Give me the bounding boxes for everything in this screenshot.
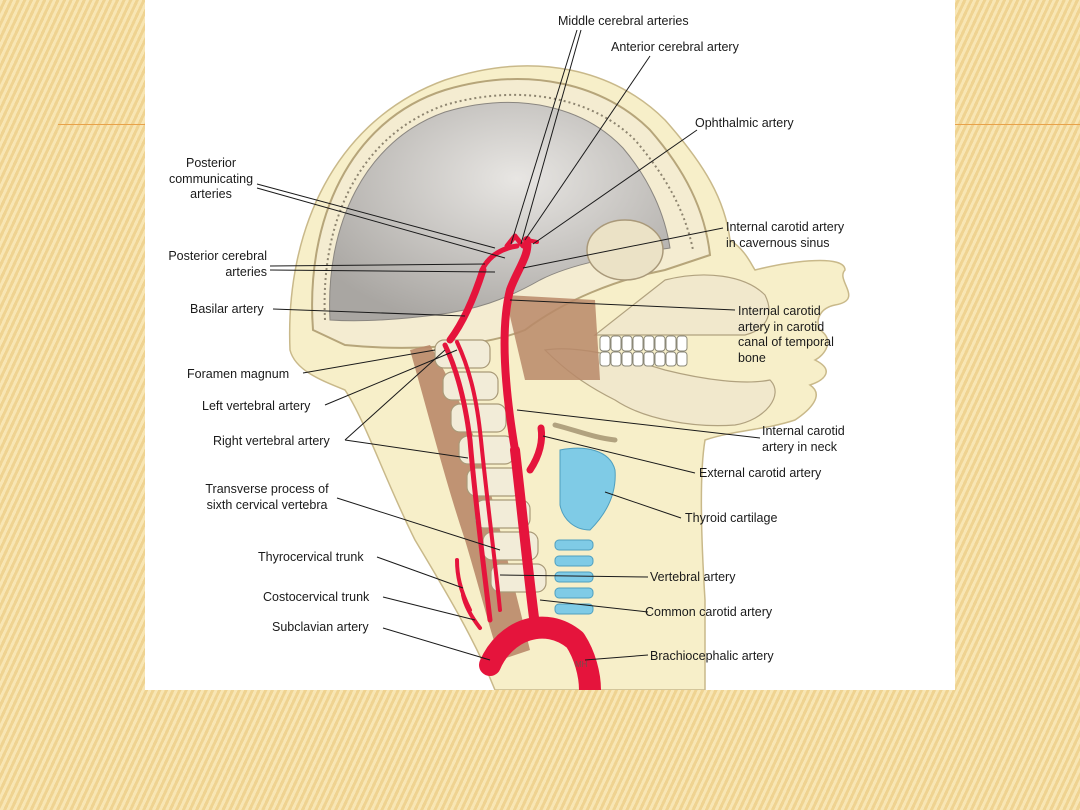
label-vertebral-artery: Vertebral artery: [650, 570, 736, 584]
maxilla: [593, 274, 770, 336]
label-common-carotid-artery: Common carotid artery: [645, 605, 773, 619]
hyoid: [552, 422, 618, 443]
label-internal-carotid-cavernous-sinus: Internal carotid artery in cavernous sin…: [726, 220, 845, 250]
label-basilar-artery: Basilar artery: [190, 302, 264, 316]
leader-lines: [256, 29, 761, 661]
header-rule-left: [58, 124, 145, 125]
label-middle-cerebral-arteries: Middle cerebral arteries: [558, 14, 689, 28]
anatomy-figure: Middle cerebral arteries Anterior cerebr…: [145, 0, 955, 690]
label-internal-carotid-neck: Internal carotid artery in neck: [762, 424, 845, 454]
masseter-muscle: [505, 295, 600, 380]
label-costocervical-trunk: Costocervical trunk: [263, 590, 370, 604]
header-rule-right: [955, 124, 1080, 125]
label-ophthalmic-artery: Ophthalmic artery: [695, 116, 794, 130]
label-right-vertebral-artery: Right vertebral artery: [213, 434, 330, 448]
arteries: [442, 233, 601, 690]
skull-inner-dotted: [323, 93, 694, 321]
orbit: [586, 219, 664, 281]
brain-cavity: [329, 102, 671, 322]
teeth: [599, 335, 688, 367]
label-posterior-communicating-arteries: Posterior communicating arteries: [168, 156, 254, 201]
label-left-vertebral-artery: Left vertebral artery: [202, 399, 311, 413]
artist-signature: MH: [575, 660, 588, 669]
tracheal-rings: [554, 539, 594, 615]
label-internal-carotid-carotid-canal: Internal carotid artery in carotid canal…: [738, 304, 834, 365]
label-posterior-cerebral-arteries: Posterior cerebral arteries: [168, 249, 267, 279]
label-external-carotid-artery: External carotid artery: [699, 466, 822, 480]
label-thyrocervical-trunk: Thyrocervical trunk: [258, 550, 364, 564]
head-neck-arteries-diagram: [256, 29, 850, 690]
label-foramen-magnum: Foramen magnum: [187, 367, 290, 381]
label-thyroid-cartilage: Thyroid cartilage: [685, 511, 778, 525]
thyroid-cartilage-shape: [559, 447, 616, 531]
label-subclavian-artery: Subclavian artery: [272, 620, 369, 634]
label-transverse-process: Transverse process of sixth cervical ver…: [205, 482, 329, 512]
label-brachiocephalic-artery: Brachiocephalic artery: [650, 649, 774, 663]
label-anterior-cerebral-artery: Anterior cerebral artery: [611, 40, 739, 54]
